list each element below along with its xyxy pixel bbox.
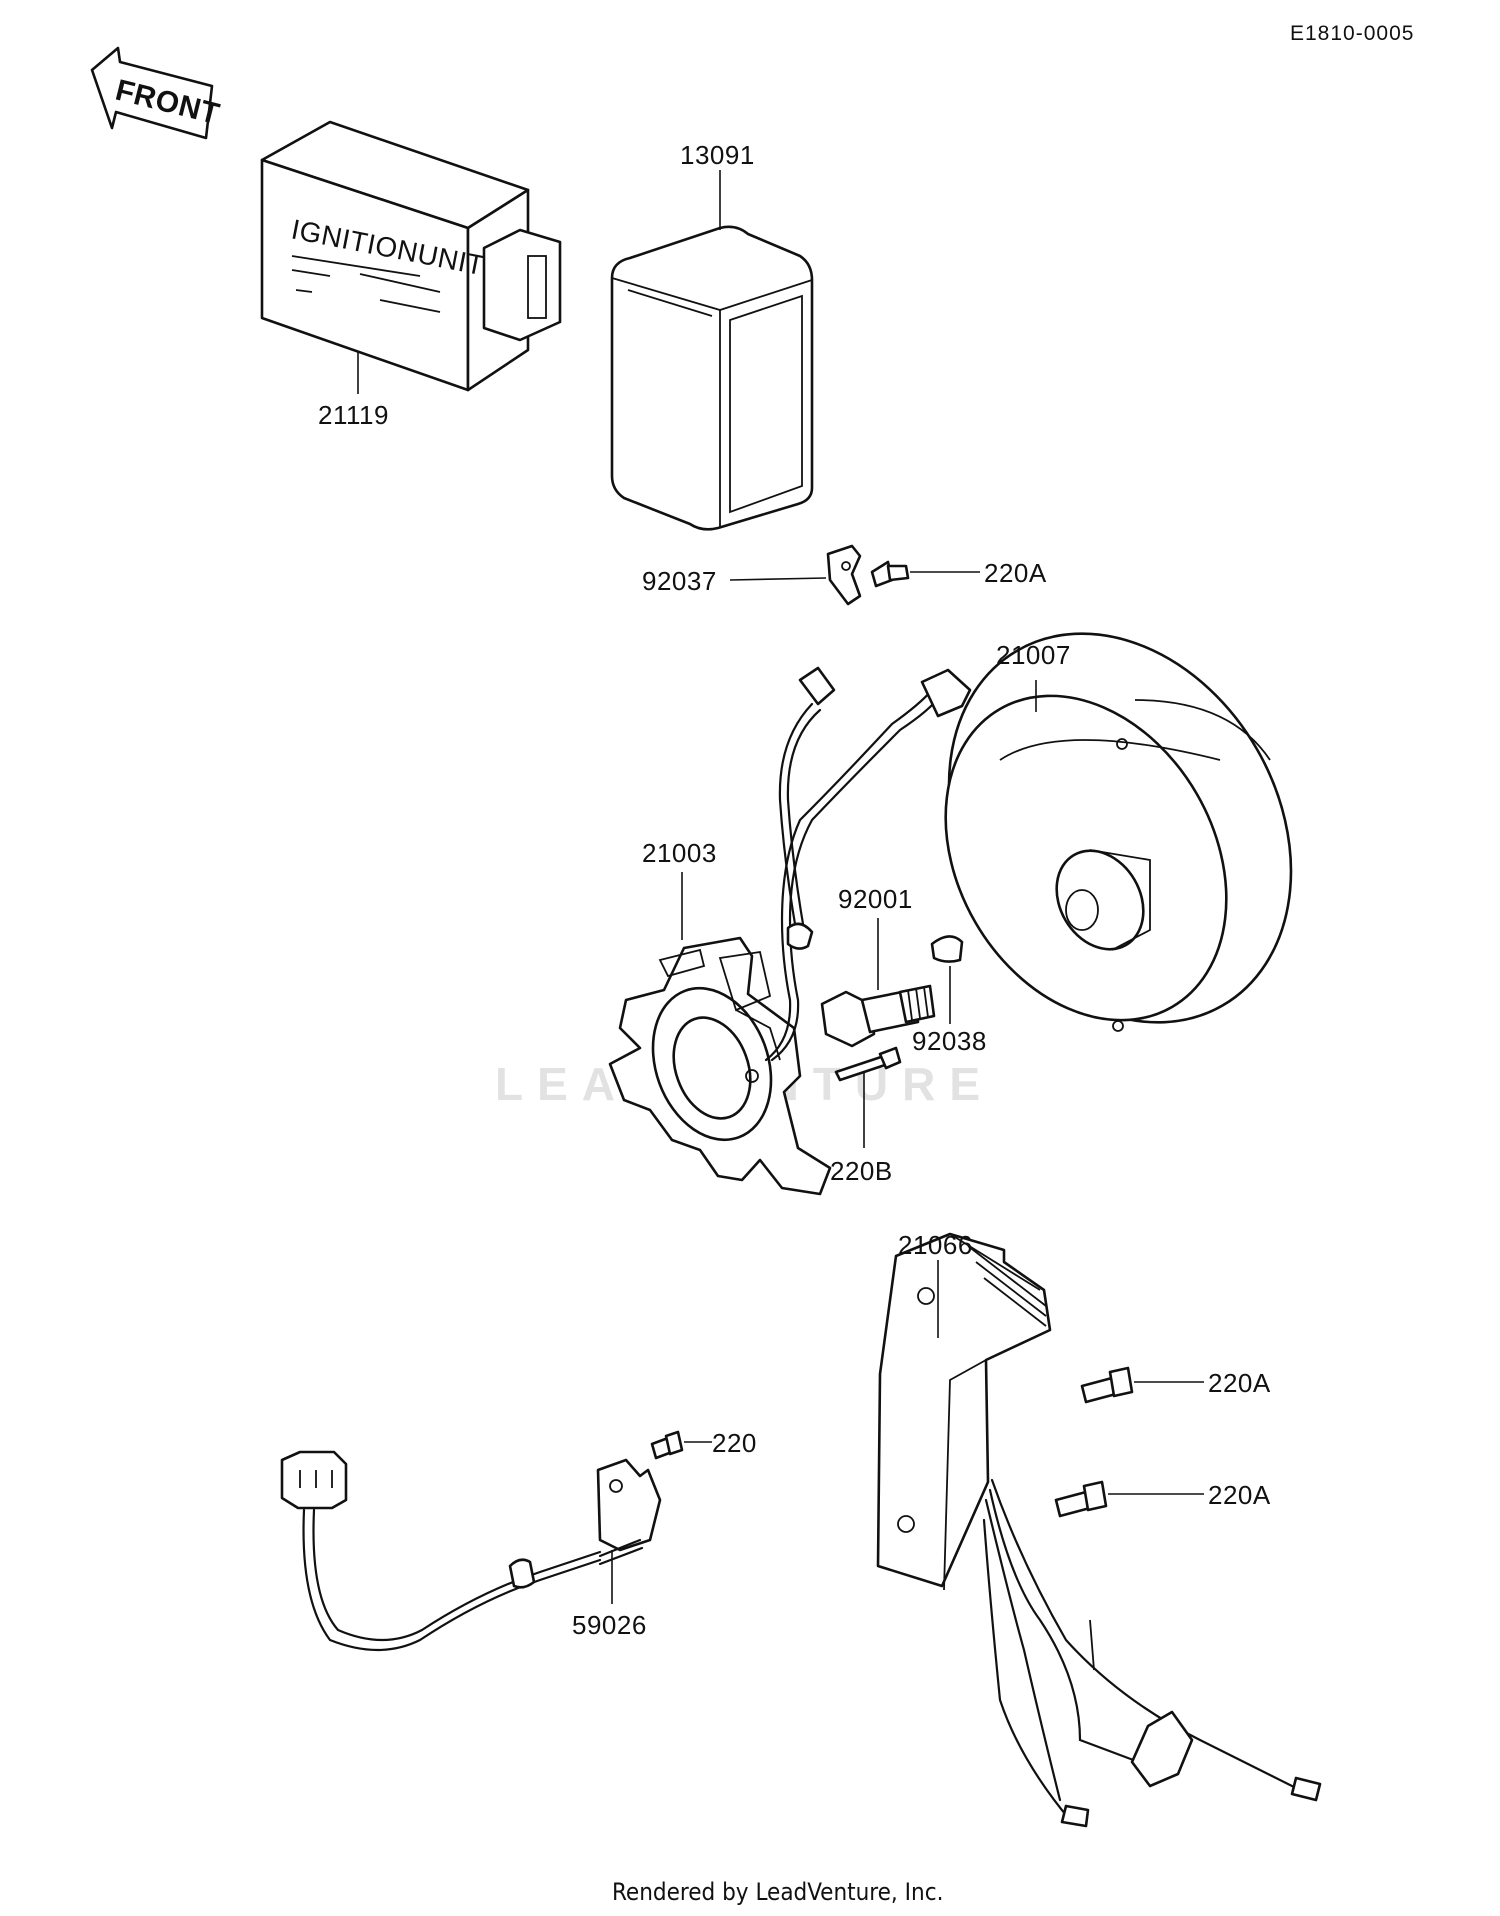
stator-wiring xyxy=(764,666,972,1062)
front-arrow-icon: FRONT xyxy=(90,46,223,140)
callout-220B: 220B xyxy=(830,1156,893,1186)
stator-coil xyxy=(608,936,832,1196)
ignition-unit: IGNITIONUNIT xyxy=(260,120,562,392)
key-92038 xyxy=(930,935,964,963)
callout-92038: 92038 xyxy=(912,1026,987,1056)
bolt-220A-lower xyxy=(1054,1480,1108,1518)
callout-59026: 59026 xyxy=(572,1610,647,1640)
callout-220A-upper: 220A xyxy=(1208,1368,1271,1398)
bolt-92001 xyxy=(820,984,936,1048)
callout-21007: 21007 xyxy=(996,640,1071,670)
callout-21003: 21003 xyxy=(642,838,717,868)
regulator-wiring xyxy=(982,1478,1322,1828)
ignition-cover xyxy=(610,225,814,531)
screw-220 xyxy=(650,1430,684,1460)
callout-21066: 21066 xyxy=(898,1230,973,1260)
callout-92037: 92037 xyxy=(642,566,717,596)
bolt-220A-bracket xyxy=(870,560,910,588)
document-id: E1810-0005 xyxy=(1290,22,1414,45)
flywheel-rotor xyxy=(944,632,1293,1032)
footer-credit: Rendered by LeadVenture, Inc. xyxy=(612,1878,943,1906)
callout-220A-bracket: 220A xyxy=(984,558,1047,588)
callout-220: 220 xyxy=(712,1428,757,1458)
bracket-92037 xyxy=(826,544,862,606)
callout-92001: 92001 xyxy=(838,884,913,914)
callout-21119: 21119 xyxy=(318,400,389,430)
regulator-rectifier xyxy=(876,1232,1052,1591)
bolt-220B xyxy=(834,1046,902,1082)
callout-220A-lower: 220A xyxy=(1208,1480,1271,1510)
pickup-coil xyxy=(280,1450,662,1652)
bolt-220A-upper xyxy=(1080,1366,1134,1404)
callout-13091: 13091 xyxy=(680,140,755,170)
